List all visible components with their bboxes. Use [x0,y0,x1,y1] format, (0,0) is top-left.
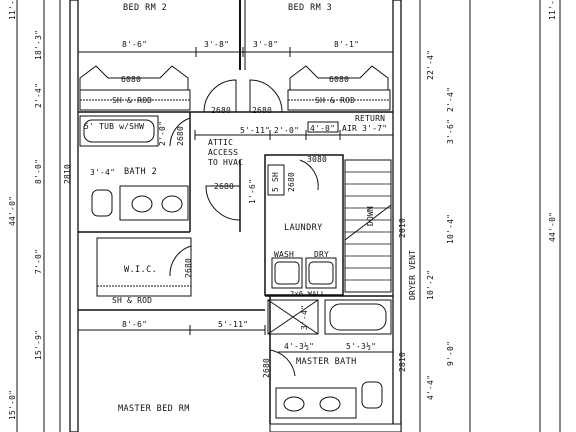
door-label-2810-a: 2810 [63,163,72,184]
dim-right-44: 4'-4" [426,374,435,400]
dim-top-38b: 3'-8" [253,40,279,49]
dim-right-104: 10'-4" [446,213,455,244]
door-label-2680-e: 2680 [287,171,296,192]
door-label-2010: 2010 [398,217,407,238]
door-swing-bed2 [203,79,237,113]
dryer [305,257,337,289]
label-5sh: 5 SH [271,171,280,192]
door-label-2680-c: 2680 [176,125,185,146]
shelves-5sh [267,164,285,196]
dim-mb-34: 3'-4" [300,304,309,330]
dim-left-24: 2'-4" [34,82,43,108]
dim-right-24: 2'-4" [446,86,455,112]
dim-left-159: 15'-9" [34,329,43,360]
label-dry: DRY [314,250,330,259]
dim-left-440: 44'-0" [8,195,17,226]
label-down: DOWN [366,205,375,226]
room-label-laundry: LAUNDRY [284,223,323,233]
door-label-2810-b: 2810 [398,351,407,372]
room-label-bath2: BATH 2 [124,167,158,177]
label-sh-rod-wic: SH & ROD [112,296,153,305]
door-swing-hvac [205,185,241,221]
dim-right-102: 10'-2" [426,269,435,300]
dim-left-110: 11'-0" [8,0,17,20]
exterior-wall-left [69,0,79,432]
label-window-6080-left: 6080 [121,75,142,84]
door-swing-laundry [299,159,319,191]
door-swing-bath2 [169,117,191,147]
dim-right-224: 22'-4" [426,49,435,80]
dim-mb-5312: 5'-3½" [346,342,377,351]
vanity-bath2 [119,185,189,221]
label-sh-rod-left: SH & ROD [112,96,153,105]
door-label-2680-d: 2680 [214,182,235,191]
room-label-wic: W.I.C. [124,265,158,275]
dim-left-183: 18'-3" [34,29,43,60]
label-window-6080-right: 6080 [329,75,350,84]
toilet-bath2 [91,189,113,217]
label-return: RETURN [355,114,386,123]
dim-mid-40: 4'-0" [310,124,336,133]
door-label-2680-g: 2680 [262,357,271,378]
dim-top-38a: 3'-8" [204,40,230,49]
dim-top-86: 8'-6" [122,40,148,49]
laundry-room [264,154,344,296]
door-swing-bed3 [249,79,283,113]
tub-bath2 [79,115,159,147]
wic-room [96,237,192,297]
exterior-wall-right [392,0,402,432]
window-6080-left [79,65,189,90]
door-label-2680-b: 2680 [252,106,273,115]
washer [271,257,303,289]
door-label-2680-a: 2680 [211,106,232,115]
label-tub: 5' TUB w/SHW [84,122,145,131]
door-swing-wic [169,245,192,277]
label-sh-rod-right: SH & ROD [315,96,356,105]
dim-right-36: 3'-6" [446,118,455,144]
shower-master [267,299,319,335]
return-air-grille [307,121,339,133]
label-dryer-vent: DRYER VENT [408,249,417,300]
toilet-master [361,381,383,409]
room-label-bed3: BED RM 3 [288,3,333,13]
label-to-hvac: TO HVAC [208,158,244,167]
label-attic: ATTIC [208,138,234,147]
stair-run [344,159,392,293]
vanity-master [275,387,357,419]
dim-low-511: 5'-11" [218,320,249,329]
dim-left-150: 15'-0" [8,389,17,420]
door-label-2680-f: 2680 [184,257,193,278]
room-label-master-bath: MASTER BATH [296,357,357,367]
window-6080-right [289,65,389,90]
label-access: ACCESS [208,148,239,157]
dim-left-80: 8'-0" [34,158,43,184]
door-label-1-6: 1'-6" [248,178,257,204]
dim-left-70: 7'-0" [34,248,43,274]
dim-mb-4312: 4'-3½" [284,342,315,351]
tub-master [324,299,392,335]
door-label-3080: 3080 [307,155,328,164]
dim-mid-20: 2'-0" [274,126,300,135]
exterior-wall-bottom [269,423,402,432]
dim-bath-34: 3'-4" [90,168,116,177]
dim-low-86: 8'-6" [122,320,148,329]
dim-right-440: 44'-0" [548,211,557,242]
dim-right-118: 11'-8" [548,0,557,20]
label-air: AIR 3'-7" [342,124,388,133]
dim-right-90: 9'-0" [446,340,455,366]
label-wash: WASH [274,250,295,259]
dim-top-81: 8'-1" [334,40,360,49]
room-label-master-bed: MASTER BED RM [118,404,190,414]
door-swing-master-bath [269,349,296,377]
dim-bath-20: 2'-0" [158,120,167,146]
label-2x6-wall: 2x6 WALL [290,290,326,298]
dim-mid-511: 5'-11" [240,126,271,135]
stair-break-line [344,204,392,241]
room-label-bed2: BED RM 2 [123,3,168,13]
